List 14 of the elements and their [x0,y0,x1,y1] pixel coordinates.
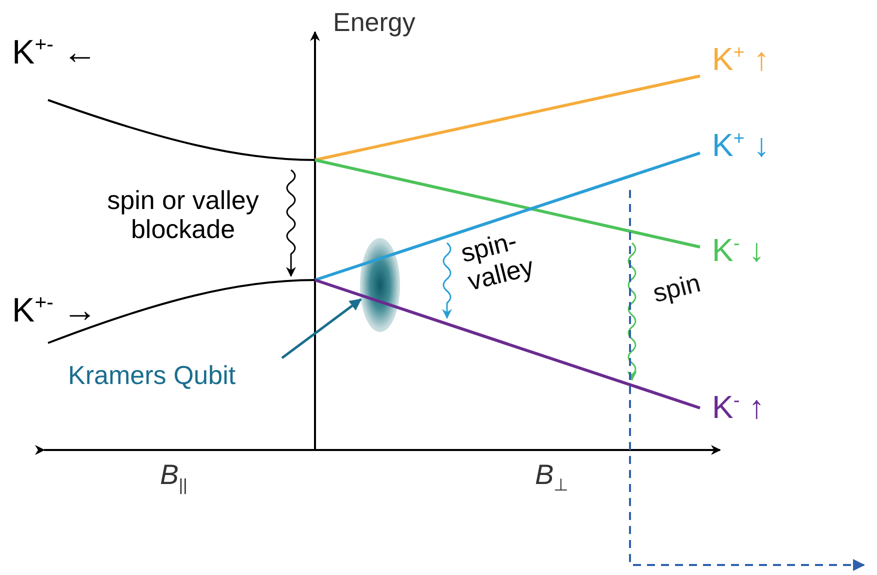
transition-label: spin [650,268,704,308]
state-label: K$^{+}$ ↑ [712,42,770,78]
state-label: K$^{-}$ ↑ [712,390,765,426]
axis-label: B$_{⊥}$ [535,460,569,496]
axis-label: Energy [333,8,416,37]
transition-label: spin or valley blockade [106,186,260,244]
axis-label: B$_{||}$ [160,460,188,496]
state-label: K$^{+-}$ ← [12,34,97,72]
qubit-label: Kramers Qubit [68,358,288,392]
state-label: K$^{+}$ ↓ [712,128,770,164]
state-label: K$^{-}$ ↓ [712,233,765,268]
leader-arrow [281,298,362,359]
state-label: K$^{+-}$ → [12,292,97,330]
transition-label: spin- valley [458,224,538,296]
